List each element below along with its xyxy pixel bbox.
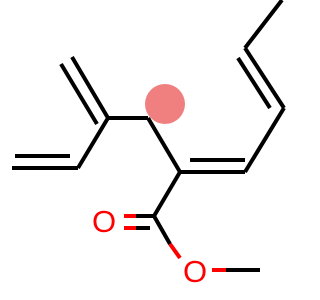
chain-double-bond-b xyxy=(236,56,272,110)
carbonyl-carbon-bond xyxy=(152,170,182,218)
ester-single-bond xyxy=(152,215,172,245)
vinyl-bond-single xyxy=(76,116,110,170)
ch2-bond-right xyxy=(146,116,182,174)
molecule-canvas: O O xyxy=(12,0,286,289)
chain-bond-1 xyxy=(243,106,286,174)
highlighted-atom-marker xyxy=(145,84,185,124)
chain-bond-terminal xyxy=(243,0,284,50)
ester-single-bond-oxygen xyxy=(168,242,182,260)
methylene-double-bond-b xyxy=(59,62,99,126)
chain-double-bond-a xyxy=(243,46,286,110)
carbonyl-oxygen-label: O xyxy=(92,204,116,239)
ester-oxygen-label: O xyxy=(183,254,207,289)
methylene-double-bond-a xyxy=(70,55,110,120)
molecule-structure: O O xyxy=(12,0,286,289)
